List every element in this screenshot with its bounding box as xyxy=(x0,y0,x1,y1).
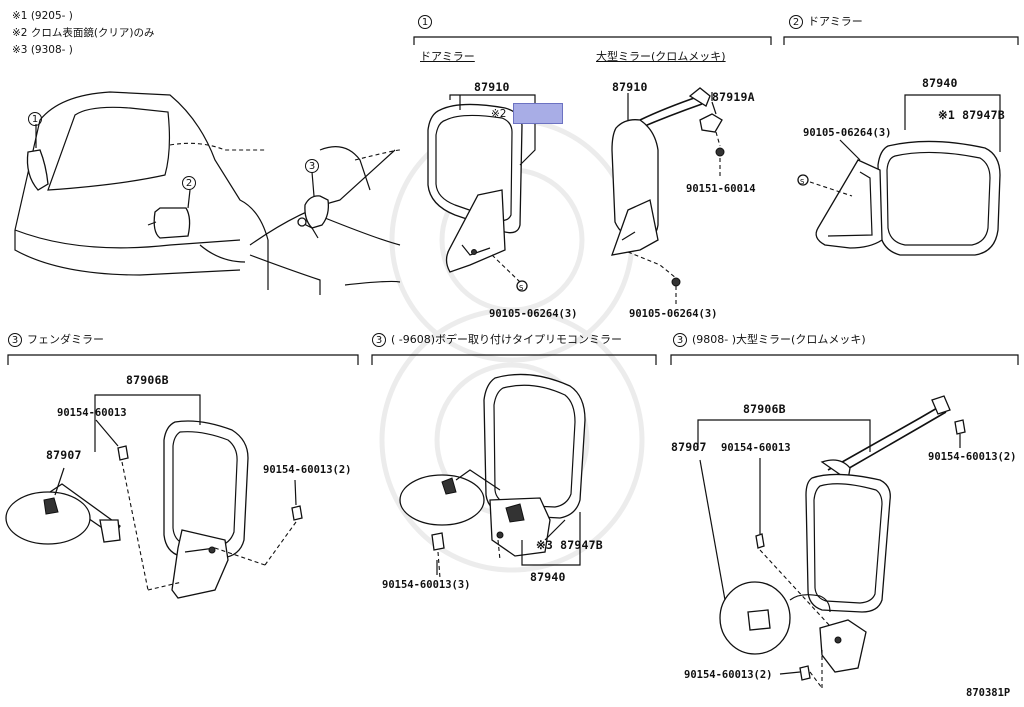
part-90154-60013-f[interactable]: 90154-60013(2) xyxy=(684,669,773,681)
svg-text:S: S xyxy=(519,284,524,292)
section-3b-header: 3 ( -9608)ボデー取り付けタイプリモコンミラー xyxy=(372,333,622,347)
section-3b-number: 3 xyxy=(372,333,386,347)
body-mount-remote-mirror-illustration xyxy=(399,373,586,579)
part-90154-60013-e[interactable]: 90154-60013(2) xyxy=(928,451,1017,463)
part-90154-60013-a[interactable]: 90154-60013 xyxy=(57,407,127,419)
section-1-left-label: ドアミラー xyxy=(420,50,475,63)
note-2: ※2 クロム表面鏡(クリア)のみ xyxy=(12,27,155,39)
large-chrome-mirror-87906B-illustration xyxy=(719,395,966,689)
section-3a-header: 3 フェンダミラー xyxy=(8,333,104,347)
vehicle-callout-3[interactable]: 3 xyxy=(305,157,324,173)
door-mirror-87910-illustration: S xyxy=(427,103,528,292)
svg-text:S: S xyxy=(800,178,805,186)
part-87910-door[interactable]: 87910 xyxy=(474,80,510,94)
part-87906B-fender[interactable]: 87906B xyxy=(126,373,169,387)
part-90105-06264-a[interactable]: 90105-06264(3) xyxy=(489,308,578,320)
section-3c-number: 3 xyxy=(673,333,687,347)
part-87947B-note3[interactable]: ※3 87947B xyxy=(536,538,603,552)
note-2-marker: ※2 xyxy=(491,108,507,120)
part-90154-60013-d[interactable]: 90154-60013 xyxy=(721,442,791,454)
section-1-number: 1 xyxy=(418,15,432,29)
section-3c-header: 3 (9808- )大型ミラー(クロムメッキ) xyxy=(673,333,866,347)
part-90105-06264-c[interactable]: 90105-06264(3) xyxy=(803,127,892,139)
vehicle-front-illustration xyxy=(14,91,269,290)
part-90154-60013-c[interactable]: 90154-60013(3) xyxy=(382,579,471,591)
vehicle-fender-illustration xyxy=(249,146,401,295)
vehicle-callout-2[interactable]: 2 xyxy=(182,174,201,190)
section-2-header: 2 ドアミラー xyxy=(789,15,863,29)
part-87947B-note1[interactable]: ※1 87947B xyxy=(938,108,1005,122)
door-mirror-87940-illustration: S xyxy=(797,140,1001,256)
part-87910-large[interactable]: 87910 xyxy=(612,80,648,94)
section-1-header: 1 xyxy=(418,15,437,29)
section-3a-number: 3 xyxy=(8,333,22,347)
highlight-box[interactable] xyxy=(513,103,563,124)
section-1-right-label: 大型ミラー(クロムメッキ) xyxy=(596,50,726,63)
part-90151-60014[interactable]: 90151-60014 xyxy=(686,183,756,195)
part-87906B-large[interactable]: 87906B xyxy=(743,402,786,416)
diagram-id: 870381P xyxy=(966,687,1011,699)
part-87940-body[interactable]: 87940 xyxy=(530,570,566,584)
note-3: ※3 (9308- ) xyxy=(12,44,73,56)
vehicle-callout-1[interactable]: 1 xyxy=(28,110,47,126)
section-brackets xyxy=(7,36,1019,365)
section-3c-label: (9808- )大型ミラー(クロムメッキ) xyxy=(692,333,866,346)
part-87907-fender[interactable]: 87907 xyxy=(46,448,82,462)
note-1: ※1 (9205- ) xyxy=(12,10,73,22)
part-87919A[interactable]: 87919A xyxy=(712,90,755,104)
section-3b-label: ( -9608)ボデー取り付けタイプリモコンミラー xyxy=(391,333,623,346)
section-2-number: 2 xyxy=(789,15,803,29)
part-90105-06264-b[interactable]: 90105-06264(3) xyxy=(629,308,718,320)
part-90154-60013-b[interactable]: 90154-60013(2) xyxy=(263,464,352,476)
part-87940-door[interactable]: 87940 xyxy=(922,76,958,90)
section-3a-label: フェンダミラー xyxy=(27,333,104,346)
large-chrome-mirror-87910-illustration xyxy=(611,87,725,305)
leader-lines xyxy=(54,92,1001,675)
fender-mirror-87906B-illustration xyxy=(5,420,303,599)
section-2-label: ドアミラー xyxy=(808,15,863,28)
part-87907-large[interactable]: 87907 xyxy=(671,440,707,454)
